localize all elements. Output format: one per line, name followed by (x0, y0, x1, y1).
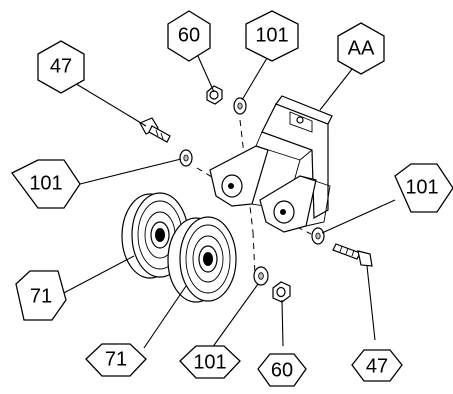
leader-washer-right (321, 199, 396, 234)
callout-bolt-top-left: 47 (37, 40, 85, 94)
washer-right (311, 227, 325, 245)
callout-label: 101 (405, 176, 438, 198)
callout-label: 47 (50, 55, 72, 77)
callout-washer-right: 101 (394, 163, 453, 213)
mounting-bracket (209, 95, 333, 233)
leader-washer-bottom (211, 283, 259, 349)
callout-pulley-left: 71 (15, 270, 67, 321)
callout-label: 101 (255, 24, 288, 46)
callout-pulley-bottom: 71 (85, 343, 147, 377)
callout-label: 101 (29, 172, 62, 194)
leader-bolt-bottom-right (366, 265, 376, 341)
callout-bracket: AA (337, 22, 385, 75)
callout-nut-top: 60 (167, 10, 211, 62)
callout-label: 47 (366, 355, 388, 377)
callout-label: 60 (178, 24, 200, 46)
callout-label: AA (348, 37, 375, 59)
nut-top (206, 85, 223, 105)
leader-washer-top (241, 57, 268, 101)
callout-label: 60 (271, 359, 293, 381)
leader-lines (57, 53, 396, 349)
washer-left (179, 149, 193, 167)
callouts: 47 60 101 AA 101 101 71 71 (11, 10, 453, 387)
callout-washer-bottom: 101 (179, 345, 241, 379)
pulley-bottom (167, 216, 237, 303)
leader-pulley-left (57, 255, 135, 297)
leader-nut-bottom (281, 299, 284, 347)
callout-bolt-bottom-right: 47 (351, 349, 403, 382)
bolt-top-left (139, 117, 171, 143)
leader-bolt-top-left (67, 78, 147, 127)
leader-pulley-bottom (143, 285, 187, 349)
washer-bottom (253, 266, 269, 286)
washer-top (233, 97, 247, 115)
leader-bracket (319, 63, 357, 111)
callout-washer-left: 101 (11, 159, 81, 209)
callout-label: 101 (193, 351, 226, 373)
leader-nut-top (196, 53, 215, 93)
leader-washer-left (79, 158, 182, 185)
callout-washer-top: 101 (245, 10, 299, 62)
callout-nut-bottom: 60 (257, 353, 307, 387)
nut-bottom (272, 281, 291, 303)
callout-label: 71 (30, 285, 52, 307)
callout-label: 71 (105, 348, 127, 370)
parts-drawing (121, 85, 373, 303)
bolt-bottom-right (332, 243, 373, 267)
